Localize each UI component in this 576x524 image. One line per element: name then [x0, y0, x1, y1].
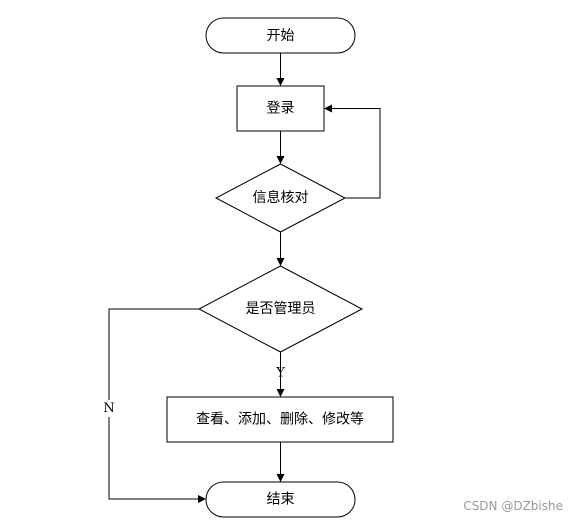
yes-branch-label: Y: [275, 366, 285, 381]
no-branch-label: N: [103, 401, 114, 416]
login-process: [236, 85, 325, 132]
watermark-text: CSDN @DZbishe: [463, 499, 563, 513]
end-terminal: [205, 481, 356, 518]
arrow-verify-loop-to-login: [324, 104, 381, 199]
admin-check-label: 是否管理员: [246, 301, 316, 317]
verify-label: 信息核对: [253, 189, 309, 206]
actions-process: [166, 396, 394, 443]
end-label: 结束: [267, 492, 295, 508]
login-label: 登录: [267, 101, 295, 117]
start-label: 开始: [267, 28, 295, 44]
no-label-backdrop: [100, 400, 118, 417]
actions-label: 查看、添加、删除、修改等: [196, 411, 364, 428]
